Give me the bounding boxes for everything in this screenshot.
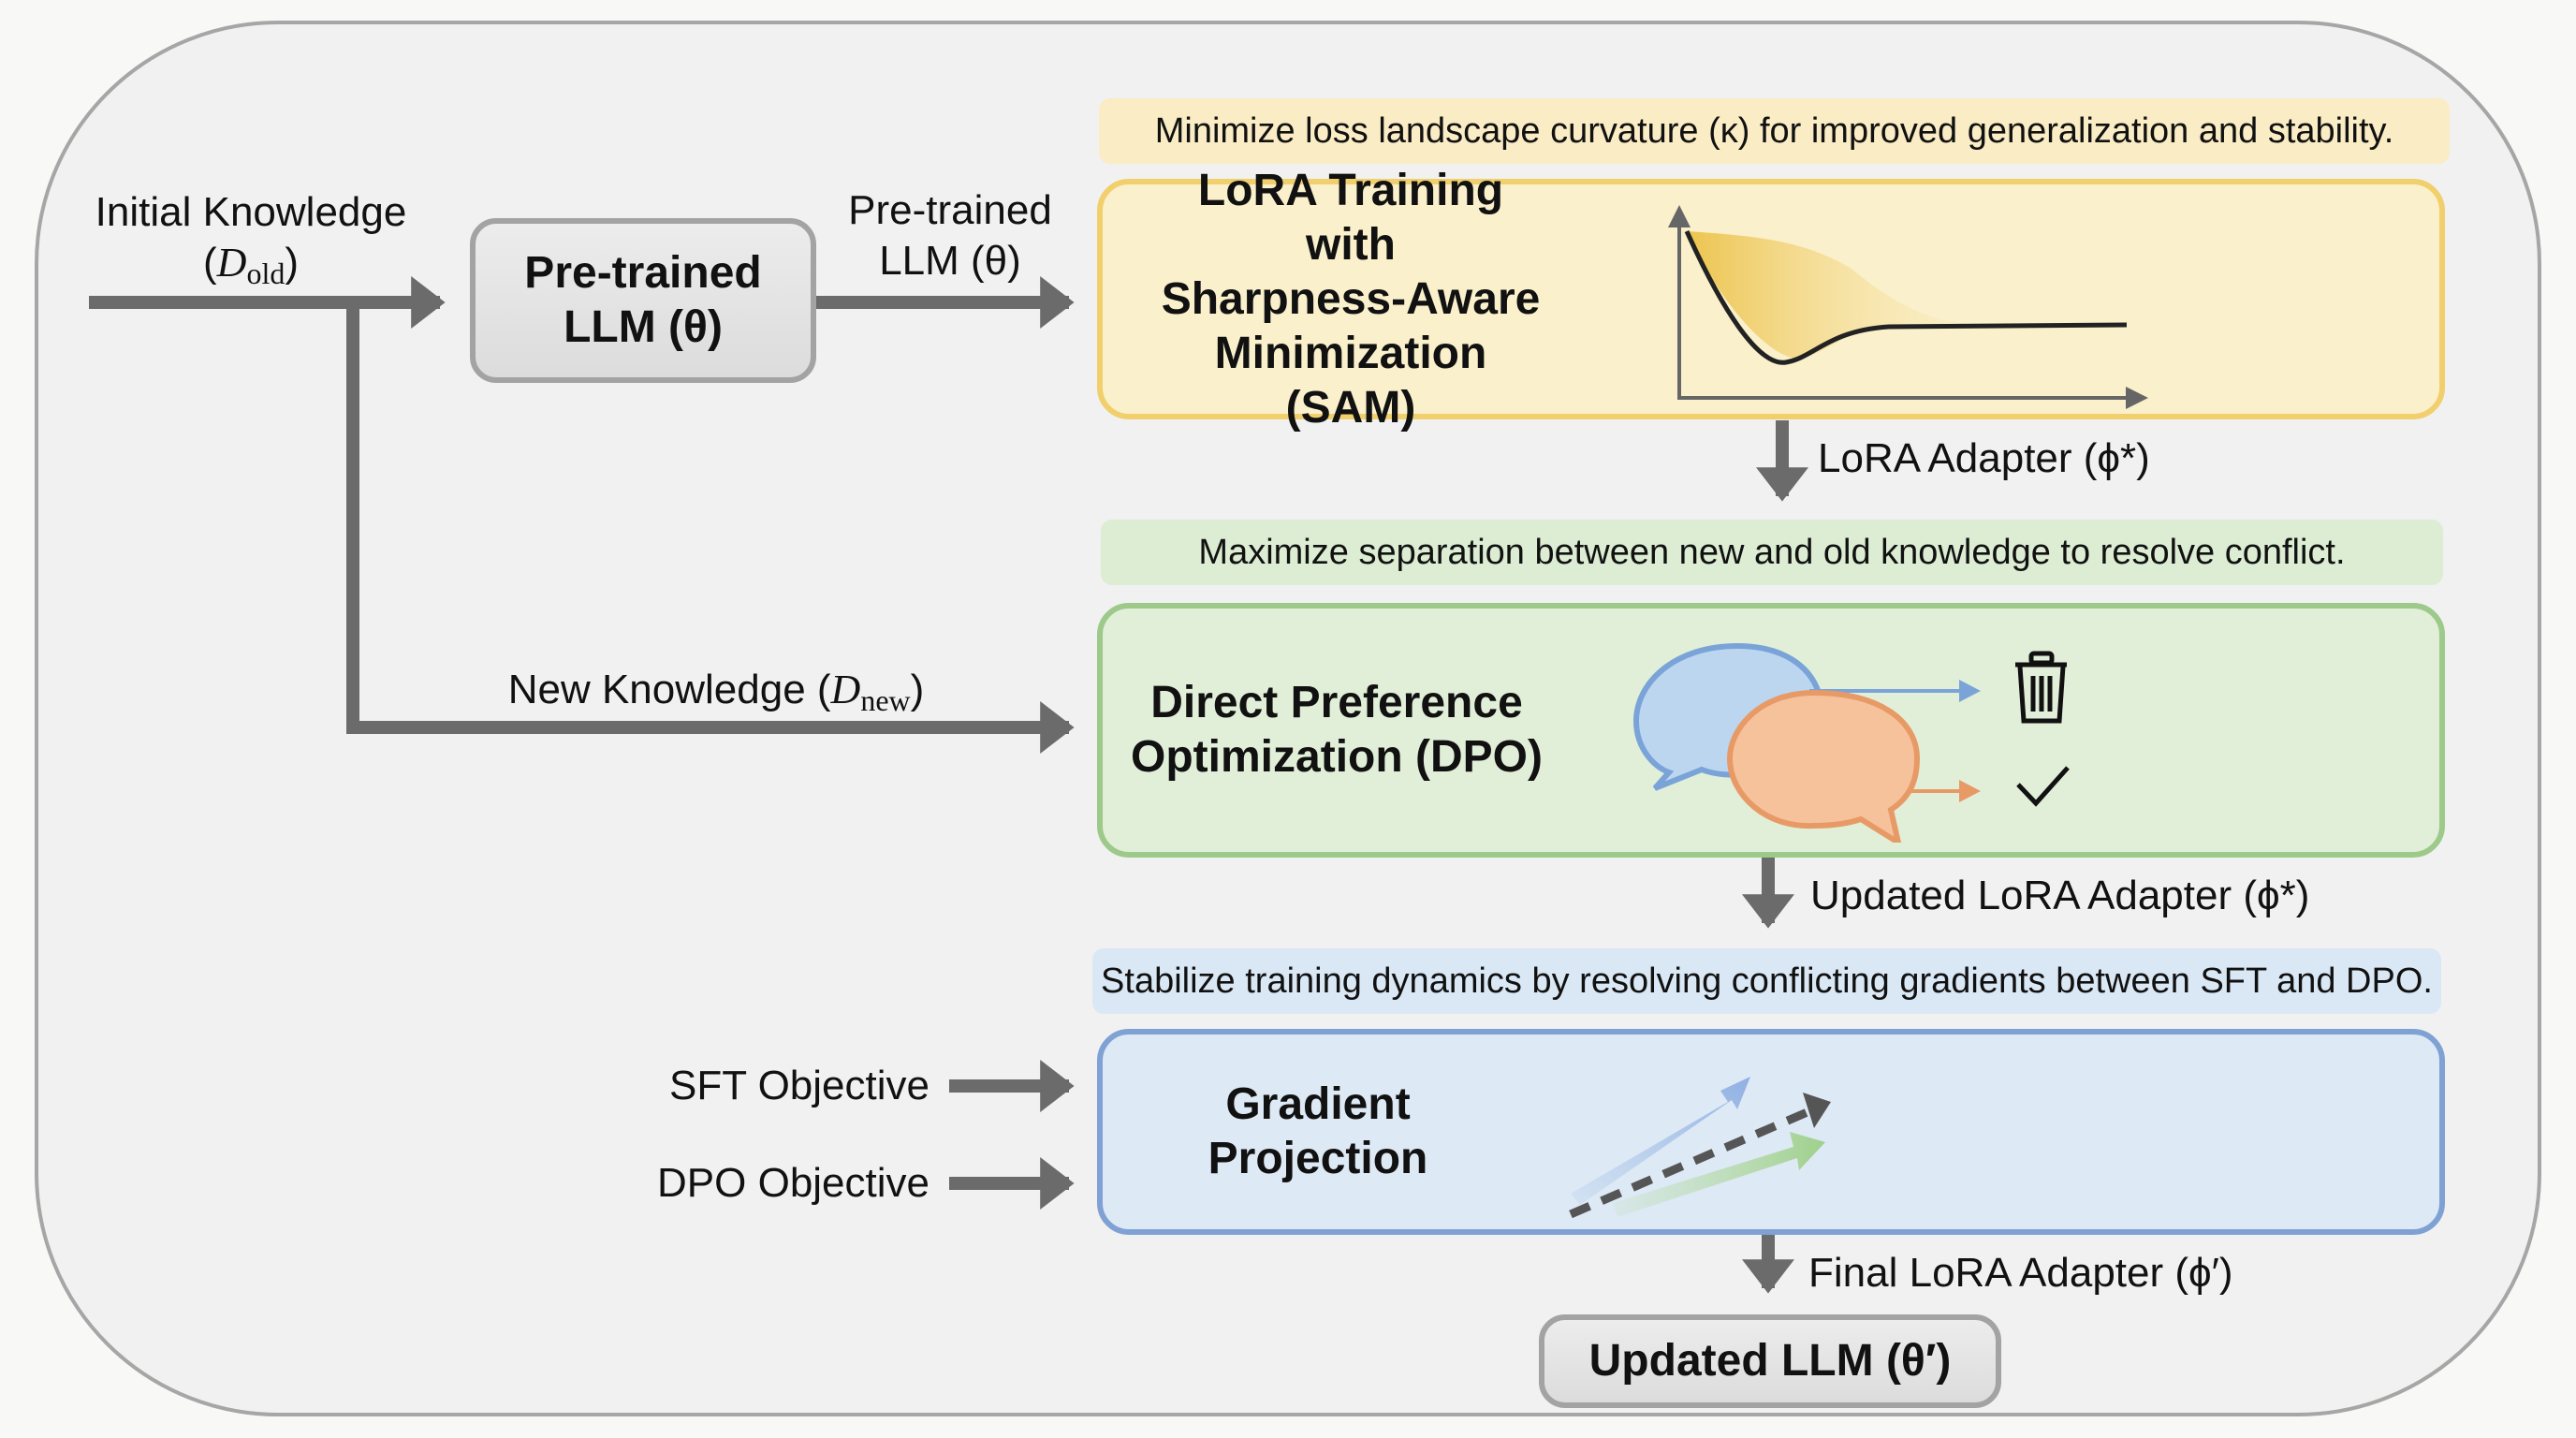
symbol-d: D [830, 667, 861, 712]
subscript-old: old [246, 257, 285, 290]
updated-llm-node[interactable]: Updated LLM (θ′) [1539, 1314, 2001, 1408]
dpo-banner: Maximize separation between new and old … [1101, 520, 2443, 585]
gp-title: Gradient Projection [1159, 1078, 1477, 1186]
pretrained-llm-line1: Pre-trained [524, 248, 762, 298]
dpo-gradient-arrow [1613, 1132, 1825, 1217]
dpo-title-line: Direct Preference [1150, 678, 1523, 727]
dpo-illustration [1632, 642, 2070, 843]
gp-title-line: Gradient [1225, 1079, 1411, 1129]
sam-banner-text: Minimize loss landscape curvature (κ) fo… [1154, 110, 2394, 151]
dpo-title-line: Optimization (DPO) [1131, 732, 1543, 782]
speech-bubble-preferred-icon [1726, 689, 1921, 843]
edge-label-lora-adapter: LoRA Adapter (ϕ*) [1818, 435, 2150, 481]
gp-banner: Stabilize training dynamics by resolving… [1092, 948, 2441, 1014]
edge-label-updated-lora-adapter: Updated LoRA Adapter (ϕ*) [1810, 873, 2310, 918]
sam-title-line: LoRA Training with [1197, 165, 1504, 270]
gp-title-line: Projection [1208, 1134, 1428, 1183]
dpo-node[interactable]: Direct Preference Optimization (DPO) [1097, 603, 2445, 858]
sam-title-line: Minimization (SAM) [1214, 328, 1487, 433]
updated-llm-title: Updated LLM (θ′) [1588, 1336, 1952, 1386]
pretrained-llm-title: Pre-trained LLM (θ) [524, 246, 761, 355]
sam-node[interactable]: LoRA Training with Sharpness-Aware Minim… [1097, 166, 2445, 433]
arrow-new-knowledge-branch [346, 302, 1075, 754]
projected-gradient-arrow [1569, 1107, 1811, 1219]
subscript-new: new [860, 683, 911, 717]
sft-objective-label: SFT Objective [669, 1063, 929, 1108]
edge-label-pretrained: Pre-trained LLM (θ) [848, 185, 1052, 286]
sam-banner: Minimize loss landscape curvature (κ) fo… [1099, 98, 2450, 164]
gradient-vectors-icon [1569, 1077, 1831, 1219]
initial-knowledge-label: Initial Knowledge (Dold) [95, 187, 407, 299]
sam-title-line: Sharpness-Aware [1161, 273, 1541, 324]
edge-pretrained-line2: LLM (θ) [879, 238, 1021, 284]
dpo-title: Direct Preference Optimization (DPO) [1131, 676, 1543, 785]
loss-curve-icon [1668, 205, 2148, 409]
dpo-banner-text: Maximize separation between new and old … [1198, 532, 2346, 572]
new-knowledge-label: New Knowledge (Dnew) [507, 667, 925, 717]
initial-knowledge-text: Initial Knowledge [95, 189, 407, 235]
initial-knowledge-symbol: (Dold) [203, 240, 299, 290]
edge-label-final-lora-adapter: Final LoRA Adapter (ϕ′) [1808, 1250, 2233, 1296]
gp-banner-text: Stabilize training dynamics by resolving… [1101, 961, 2433, 1001]
new-knowledge-text: New Knowledge [507, 667, 806, 712]
symbol-d: D [216, 240, 247, 286]
trash-icon [2015, 651, 2067, 724]
checkmark-icon [2016, 766, 2070, 807]
pretrained-llm-line2: LLM (θ) [564, 302, 723, 352]
dpo-objective-label: DPO Objective [657, 1160, 929, 1206]
sam-title: LoRA Training with Sharpness-Aware Minim… [1159, 164, 1543, 435]
pretrained-llm-node[interactable]: Pre-trained LLM (θ) [470, 218, 816, 383]
sft-gradient-arrow [1571, 1077, 1750, 1205]
edge-pretrained-line1: Pre-trained [848, 187, 1052, 233]
gradient-projection-node[interactable]: Gradient Projection [1097, 1029, 2445, 1235]
